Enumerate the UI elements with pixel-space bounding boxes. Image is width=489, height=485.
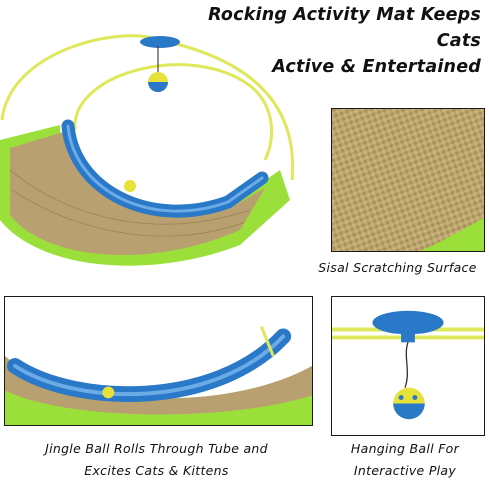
tube-closeup-panel [4,296,313,426]
caption-ball-line-1: Hanging Ball For [350,441,460,456]
caption-sisal: Sisal Scratching Surface [306,257,489,279]
hanging-ball-closeup-panel [331,296,485,436]
headline: Rocking Activity Mat Keeps Cats Active &… [181,2,481,80]
cat-toy-ball-icon [332,297,484,435]
caption-ball-line-2: Interactive Play [353,463,457,478]
caption-sisal-text: Sisal Scratching Surface [318,260,477,275]
sisal-closeup-panel [331,108,485,252]
headline-line-1: Rocking Activity Mat Keeps Cats [208,5,481,51]
caption-tube-line-1: Jingle Ball Rolls Through Tube and [45,441,268,456]
curved-tube [5,297,312,425]
sisal-texture [332,109,484,251]
headline-line-2: Active & Entertained [272,57,481,77]
caption-tube-line-2: Excites Cats & Kittens [84,463,229,478]
caption-ball: Hanging Ball For Interactive Play [321,438,489,482]
rocking-mat-illustration [0,34,295,266]
caption-tube: Jingle Ball Rolls Through Tube and Excit… [0,438,313,482]
product-hero-image [0,30,300,285]
